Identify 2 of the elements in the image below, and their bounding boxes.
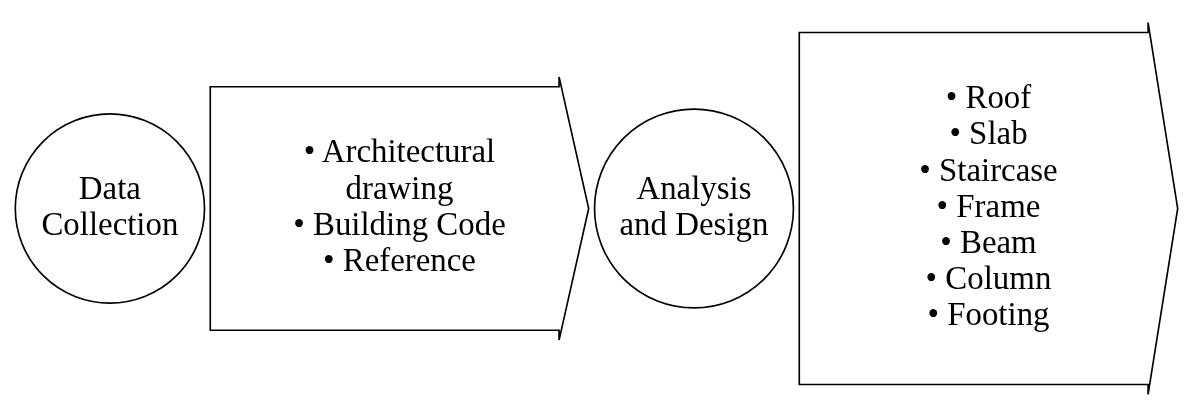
node-circle: Analysis and Design [593, 107, 795, 309]
node-circle: Data Collection [14, 112, 206, 304]
